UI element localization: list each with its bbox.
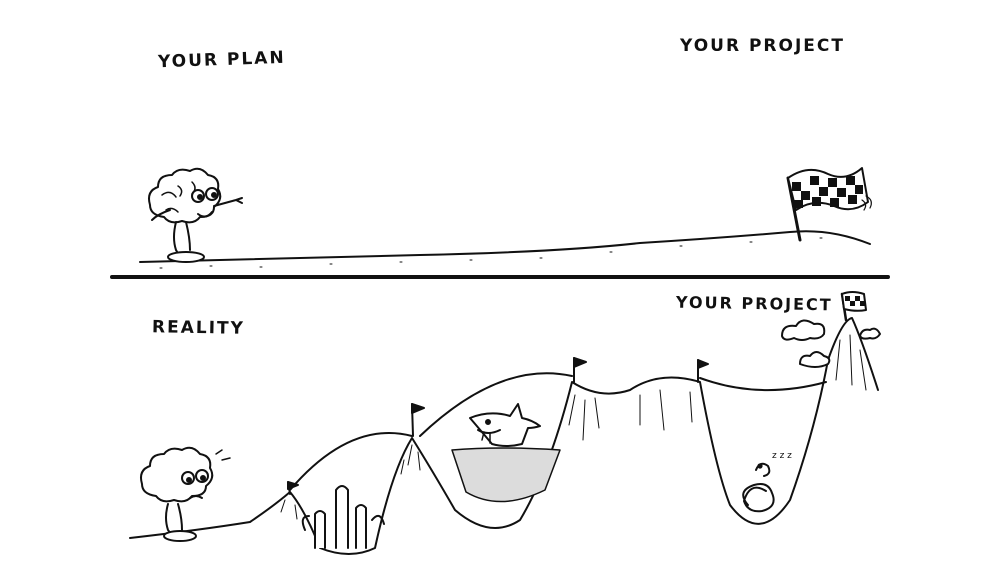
plan-arc (289, 432, 413, 491)
shark-icon (469, 403, 541, 447)
plan-arc (419, 372, 573, 437)
checkered-flag-icon (786, 167, 872, 242)
plan-ground (139, 230, 871, 263)
water (451, 447, 561, 503)
plan-ground-speckles (159, 237, 823, 269)
plan-project-label: YOUR PROJECT (680, 36, 845, 56)
small-flag-icon (287, 357, 709, 495)
cloud-icon (781, 319, 881, 368)
snake-icon (742, 462, 775, 513)
rock-texture (280, 334, 867, 520)
snake-sleep-text: z z z (772, 451, 792, 461)
checkered-flag-icon-summit (840, 291, 867, 322)
brain-character-worried-icon (140, 446, 231, 542)
brain-character-happy-icon (148, 167, 243, 263)
cactus-icon (301, 485, 385, 549)
plan-arc (699, 377, 827, 392)
